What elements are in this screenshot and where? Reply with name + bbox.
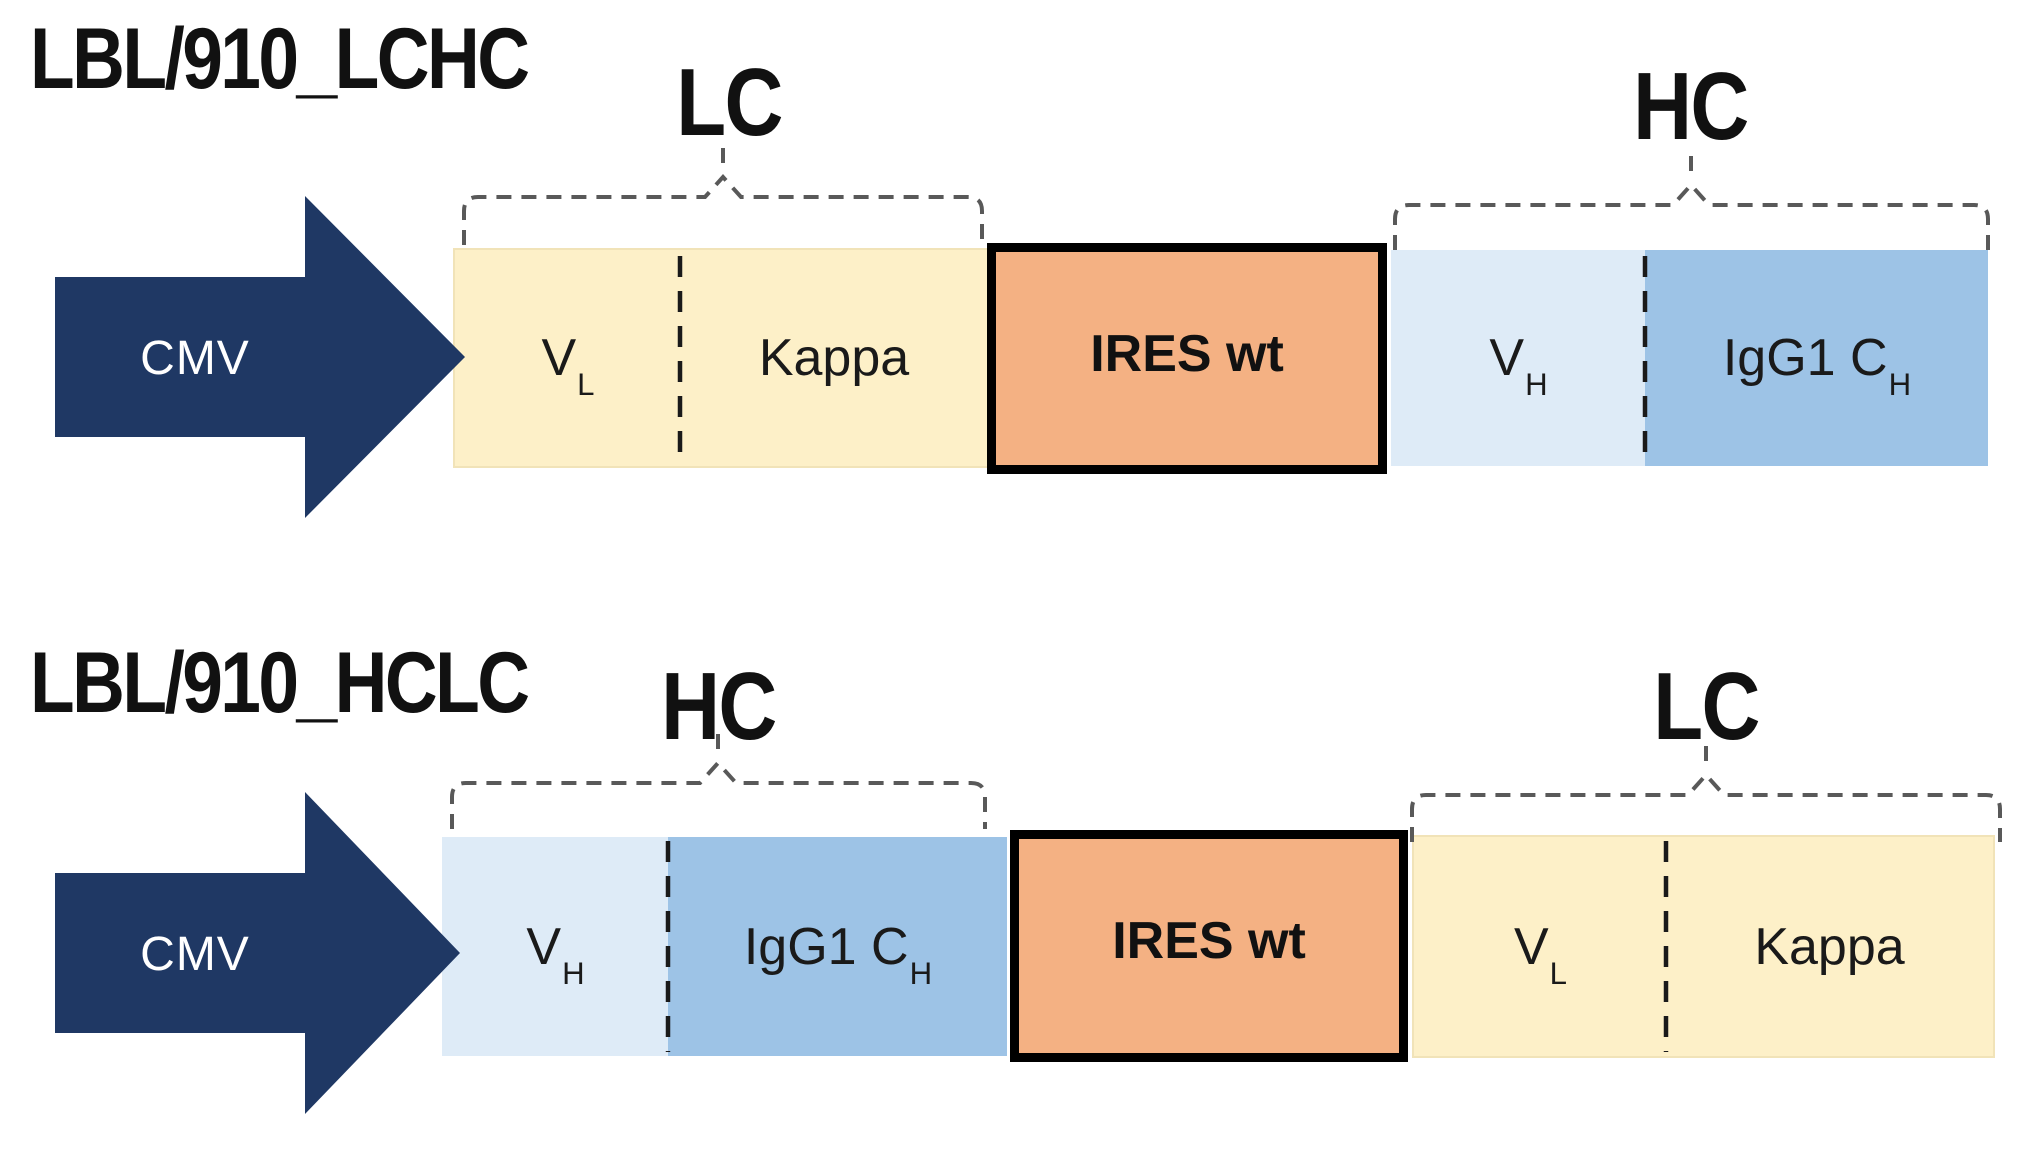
segment-label: IgG1 CH	[743, 917, 933, 991]
segment-label: IgG1 CH	[1722, 329, 1912, 403]
segment-vh-construct2: VH	[442, 837, 668, 1056]
segment-label: Kappa	[1754, 917, 1905, 976]
construct-2-title: LBL/910_HCLC	[30, 635, 530, 731]
segment-kappa-construct1: Kappa	[680, 250, 988, 466]
segment-label: VL	[1513, 917, 1568, 991]
segment-ires-construct2: IRES wt	[1010, 830, 1408, 1062]
brace-hc-construct1	[1393, 182, 1990, 250]
segment-ires-construct1: IRES wt	[987, 243, 1387, 474]
construct-1-title: LBL/910_LCHC	[30, 11, 530, 107]
brace-hc-construct2	[450, 760, 987, 829]
segment-label: VH	[1489, 329, 1548, 403]
brace-lc-construct1	[462, 174, 984, 245]
segment-vh-construct1: VH	[1391, 250, 1645, 466]
chain-label-lc-construct1: LC	[619, 48, 839, 158]
segment-vl-construct2: VL	[1414, 837, 1666, 1056]
chain-label-text: LC	[1653, 653, 1760, 760]
segment-igg1ch-construct2: IgG1 CH	[668, 837, 1007, 1056]
segment-igg1ch-construct1: IgG1 CH	[1645, 250, 1988, 466]
chain-label-text: HC	[1632, 53, 1749, 160]
heavy-chain-cassette-construct2: VH IgG1 CH	[442, 837, 1007, 1056]
brace-lc-construct2	[1410, 772, 2002, 842]
cmv-promoter-label-construct1: CMV	[140, 331, 250, 385]
segment-vl-construct1: VL	[455, 250, 680, 466]
chain-label-hc-construct2: HC	[608, 652, 828, 762]
segment-kappa-construct2: Kappa	[1666, 837, 1993, 1056]
segment-label: VL	[541, 329, 595, 403]
segment-label: VH	[526, 917, 585, 991]
segment-label: IRES wt	[1090, 324, 1284, 383]
chain-label-lc-construct2: LC	[1596, 652, 1816, 762]
chain-label-text: LC	[676, 49, 783, 156]
light-chain-cassette-construct1: VL Kappa	[453, 248, 990, 468]
chain-label-text: HC	[660, 653, 777, 760]
cmv-promoter-label-construct2: CMV	[140, 927, 250, 981]
light-chain-cassette-construct2: VL Kappa	[1412, 835, 1995, 1058]
heavy-chain-cassette-construct1: VH IgG1 CH	[1391, 250, 1988, 466]
segment-label: IRES wt	[1112, 912, 1306, 971]
segment-label: Kappa	[758, 329, 910, 387]
chain-label-hc-construct1: HC	[1580, 52, 1800, 162]
